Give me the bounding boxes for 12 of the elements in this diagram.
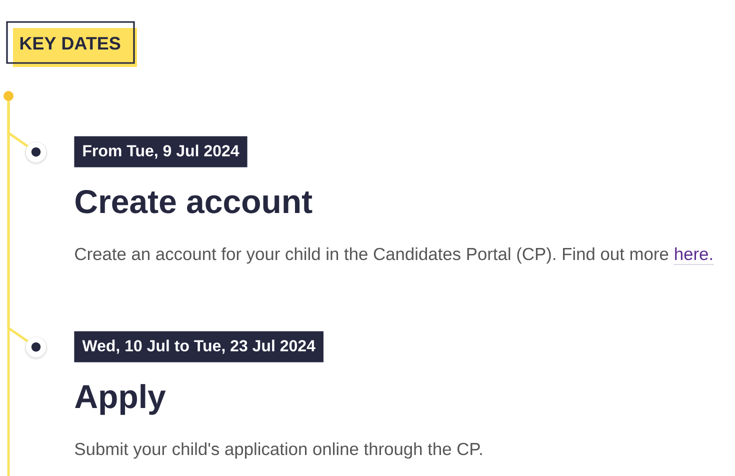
start-dot	[4, 91, 14, 101]
timeline-dot	[24, 142, 48, 164]
timeline-dot	[24, 336, 48, 360]
description-text: Submit your child's application online through the CP.	[74, 442, 482, 459]
description-text: Create an account for your child in the Candidates Portal (CP). Find out more here.	[75, 247, 714, 265]
step-heading: Create account	[76, 190, 312, 214]
section-tag: KEY DATES	[6, 21, 137, 67]
link: here.	[673, 247, 714, 265]
date-badge: From Tue, 9 Jul 2024	[74, 136, 248, 168]
step-heading: Apply	[75, 384, 166, 415]
date-badge: Wed, 10 Jul to Tue, 23 Jul 2024	[74, 331, 324, 362]
timeline-line	[7, 101, 10, 476]
